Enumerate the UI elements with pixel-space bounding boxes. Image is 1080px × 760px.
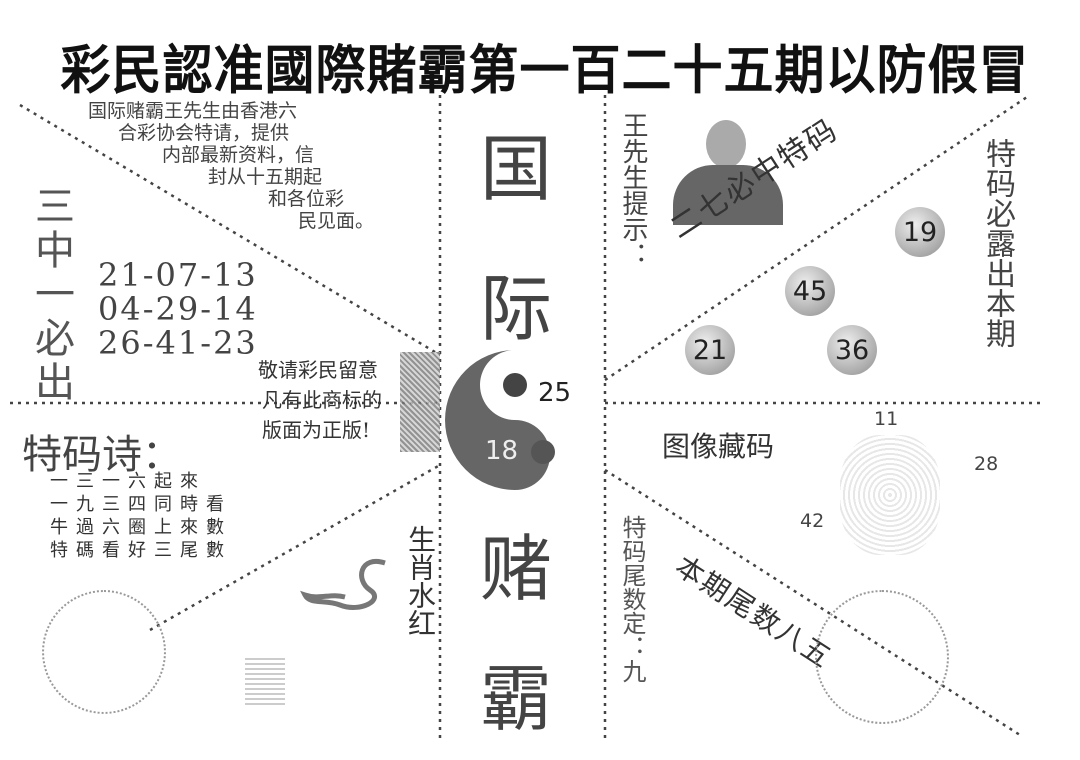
number-ball: 19 bbox=[895, 207, 945, 257]
intro-line: 内部最新资料，信 bbox=[162, 144, 315, 166]
notice-line: 版面为正版! bbox=[262, 418, 371, 442]
intro-line: 国际赌霸王先生由香港六 bbox=[88, 100, 298, 122]
poem-line: 一九三四同時看 bbox=[50, 494, 232, 515]
poem-line: 特碼看好三尾數 bbox=[50, 540, 232, 561]
number-row: 21-07-13 bbox=[98, 256, 258, 294]
hidden-number: 28 bbox=[974, 453, 999, 475]
zodiac-text: 生肖水红 bbox=[404, 525, 437, 637]
snake-icon bbox=[300, 558, 386, 610]
yin-yang-number: 18 bbox=[485, 436, 519, 466]
number-ball: 36 bbox=[827, 325, 877, 375]
tip-label: 王先生提示： bbox=[618, 112, 648, 268]
trademark-logo bbox=[400, 352, 440, 452]
poem-title: 特码诗： bbox=[22, 432, 182, 478]
hidden-number: 42 bbox=[800, 510, 825, 532]
intro-text: 国际赌霸王先生由香港六 合彩协会特请，提供 内部最新资料，信 封从十五期起 和各… bbox=[70, 100, 374, 232]
notice-line: 敬请彩民留意 bbox=[258, 358, 378, 382]
right-vertical-text: 特码必露出本期 bbox=[980, 138, 1015, 348]
notice-line: 凡有此商标的 bbox=[262, 388, 382, 412]
number-ball: 21 bbox=[685, 325, 735, 375]
image-code-label: 图像藏码 bbox=[662, 430, 775, 463]
intro-line: 封从十五期起 bbox=[208, 166, 323, 188]
center-char: 国 bbox=[480, 127, 553, 211]
hidden-number: 11 bbox=[874, 408, 899, 430]
page-title: 彩民認准國際賭霸第一百二十五期以防假冒 bbox=[60, 39, 1030, 101]
poem-line: 一三一六起來 bbox=[50, 471, 206, 492]
authenticity-notice: 敬请彩民留意 凡有此商标的 版面为正版! bbox=[258, 355, 382, 445]
number-ball: 45 bbox=[785, 266, 835, 316]
stamp-seal bbox=[42, 590, 166, 714]
yin-yang-number: 25 bbox=[538, 378, 572, 408]
stamp-seal bbox=[815, 590, 949, 724]
intro-line: 合彩协会特请，提供 bbox=[118, 122, 290, 144]
hidden-image bbox=[840, 435, 940, 555]
center-char: 霸 bbox=[480, 657, 553, 741]
three-hit-label: 三中一必出 bbox=[28, 185, 74, 405]
small-seal bbox=[245, 655, 285, 705]
yin-yang-icon bbox=[445, 350, 555, 490]
three-hit-numbers: 21-07-13 04-29-14 26-41-23 bbox=[98, 258, 258, 360]
intro-line: 民见面。 bbox=[298, 210, 375, 232]
portrait-photo bbox=[668, 115, 788, 225]
intro-line: 和各位彩 bbox=[268, 188, 345, 210]
number-row: 26-41-23 bbox=[98, 324, 258, 362]
center-char: 际 bbox=[480, 267, 553, 351]
poem-line: 牛過六圈上來數 bbox=[50, 517, 232, 538]
tail-number-text: 特码尾数定：九 bbox=[618, 515, 646, 683]
center-char: 赌 bbox=[480, 527, 553, 611]
number-row: 04-29-14 bbox=[98, 290, 258, 328]
poem: 一三一六起來 一九三四同時看 牛過六圈上來數 特碼看好三尾數 bbox=[50, 470, 232, 562]
